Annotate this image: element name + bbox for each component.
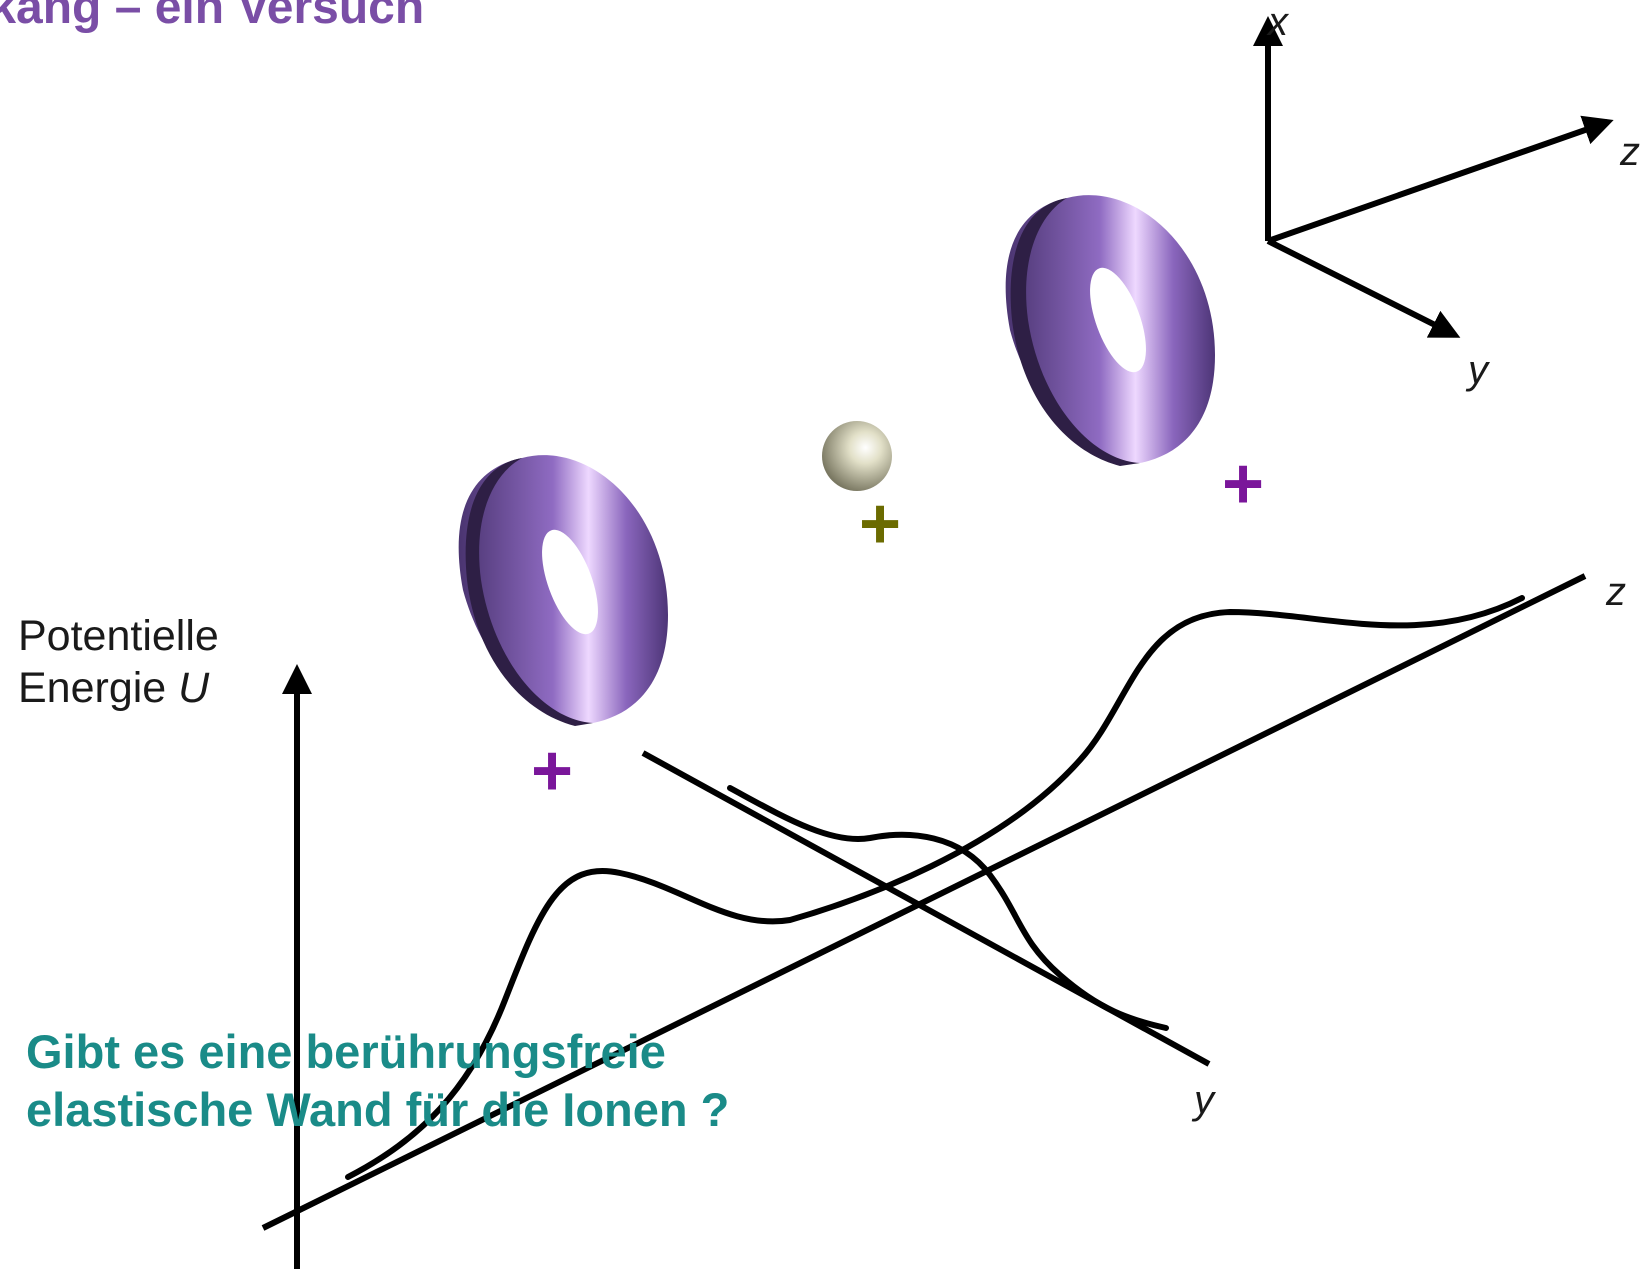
coordinate-system [1253,16,1614,338]
energy-label-line2: Energie [18,664,179,712]
ring-electrode-left [458,455,668,726]
plot-z-label: z [1606,570,1626,614]
ring-electrode-right [1005,195,1215,466]
energy-plot-axes [261,573,1587,1269]
ring-left-charge: + [531,731,573,811]
plot-y-label: y [1194,1078,1214,1122]
potential-curve-z [345,595,1525,1180]
ion-charge: + [859,484,901,564]
coord-z-label: z [1620,130,1640,174]
plot-z-axis [261,573,1587,1231]
potential-curve-y [727,785,1169,1031]
question-text: Gibt es eine berührungsfreie elastische … [26,1023,729,1139]
coord-y-label: y [1468,348,1488,392]
ion-sphere [822,421,892,491]
coord-z-axis [1267,115,1614,244]
coord-y-axis [1266,238,1461,338]
energy-symbol: U [178,664,210,712]
slide-title: nkang – ein Versuch [0,0,425,34]
question-line1: Gibt es eine berührungsfreie [26,1025,666,1078]
question-line2: elastische Wand für die Ionen ? [26,1083,730,1136]
energy-axis-label: Potentielle Energie U [18,610,219,714]
coord-x-label: x [1268,0,1288,44]
energy-label-line1: Potentielle [18,612,219,660]
ring-right-charge: + [1222,444,1264,524]
